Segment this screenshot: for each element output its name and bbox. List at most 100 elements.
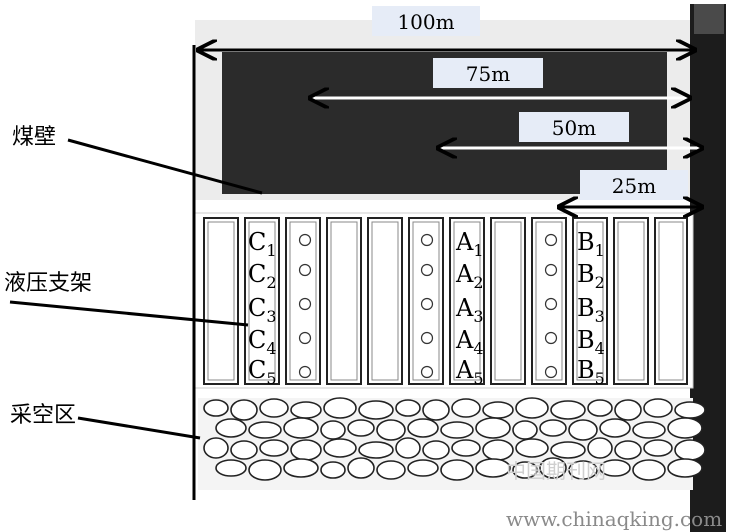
support-column: [449, 217, 485, 385]
rock: [358, 441, 394, 459]
label-box-50m: [519, 112, 629, 142]
point-label-a5: A5: [455, 356, 484, 388]
rock: [482, 401, 514, 419]
rock: [230, 440, 258, 460]
measuring-point-b3: [544, 297, 558, 311]
support-column-inner: [330, 221, 358, 381]
support-column-inner: [371, 221, 399, 381]
support-column: [613, 217, 649, 385]
support-column-inner: [535, 221, 563, 381]
measuring-point-c5: [298, 365, 312, 379]
rock: [395, 399, 421, 417]
rock: [230, 399, 258, 421]
rock: [482, 439, 514, 461]
support-column: [490, 217, 526, 385]
support-column-inner: [248, 221, 276, 381]
support-column-inner: [453, 221, 481, 381]
support-column-inner: [494, 221, 522, 381]
rock: [290, 401, 322, 419]
rock: [512, 461, 538, 479]
rock: [290, 439, 322, 461]
support-column: [654, 217, 688, 385]
rock: [320, 420, 346, 440]
rock: [667, 417, 703, 439]
measuring-point-a5: [420, 365, 434, 379]
rock: [283, 417, 319, 439]
rock: [347, 457, 375, 479]
roadway-band-top: [694, 4, 724, 34]
rock: [451, 398, 481, 418]
rock: [323, 438, 357, 458]
rock: [407, 459, 439, 477]
rock: [614, 440, 642, 460]
distance-label-100m: 100m: [397, 10, 454, 34]
goaf-label: 采空区: [10, 403, 76, 428]
rock: [215, 418, 247, 438]
rock: [568, 419, 598, 441]
rock: [283, 458, 319, 478]
rock: [215, 459, 247, 477]
rock: [203, 399, 229, 417]
goaf-leader: [77, 416, 201, 440]
rock: [422, 440, 450, 460]
measuring-point-b5: [544, 365, 558, 379]
rock: [568, 460, 598, 480]
support-column: [203, 217, 239, 385]
measuring-point-c3: [298, 297, 312, 311]
support-column-inner: [207, 221, 235, 381]
rock: [587, 399, 613, 417]
support-column-inner: [658, 221, 684, 381]
distance-label-50m: 50m: [552, 116, 596, 140]
rock: [539, 419, 567, 437]
distance-label-25m: 25m: [612, 174, 656, 198]
rock: [320, 461, 346, 479]
support-column: [244, 217, 280, 385]
rock: [440, 459, 474, 481]
label-box-75m: [433, 58, 543, 88]
rock: [667, 458, 703, 478]
rock: [248, 421, 282, 439]
rock: [512, 420, 538, 440]
label-box-100m: [372, 6, 480, 36]
rock: [674, 401, 706, 419]
rock: [376, 460, 406, 480]
watermark-url: www.chinaqking.com: [506, 507, 722, 531]
support-column-inner: [289, 221, 317, 381]
point-label-b4: B4: [577, 326, 605, 358]
rock: [515, 438, 549, 458]
rock: [599, 418, 631, 438]
measuring-point-a1: [420, 233, 434, 247]
rock: [259, 398, 289, 418]
rock: [395, 437, 421, 459]
support-column: [326, 217, 362, 385]
point-label-c5: C5: [248, 356, 277, 388]
watermark-cn: 中国期刊网: [506, 459, 606, 483]
measuring-point-a2: [420, 263, 434, 277]
measuring-point-c4: [298, 331, 312, 345]
rock: [674, 439, 706, 461]
rock: [407, 418, 439, 438]
rock: [643, 398, 673, 418]
rock: [599, 459, 631, 477]
measuring-point-c2: [298, 263, 312, 277]
coal-wall-label: 煤壁: [12, 125, 56, 150]
hydraulic-support-label: 液压支架: [4, 271, 92, 296]
rock: [632, 421, 666, 439]
rock: [451, 439, 481, 457]
rock: [323, 397, 357, 419]
rock: [203, 437, 229, 459]
rock: [422, 399, 450, 421]
measuring-point-b2: [544, 263, 558, 277]
rock: [539, 457, 567, 479]
rock: [259, 439, 289, 457]
rock: [347, 419, 375, 437]
distance-label-75m: 75m: [466, 62, 510, 86]
coal-wall-leader: [67, 138, 263, 195]
label-box-25m: [580, 170, 688, 200]
rock: [376, 419, 406, 441]
rock: [475, 458, 511, 478]
hydraulic-support-leader: [9, 300, 249, 327]
measuring-point-b1: [544, 233, 558, 247]
